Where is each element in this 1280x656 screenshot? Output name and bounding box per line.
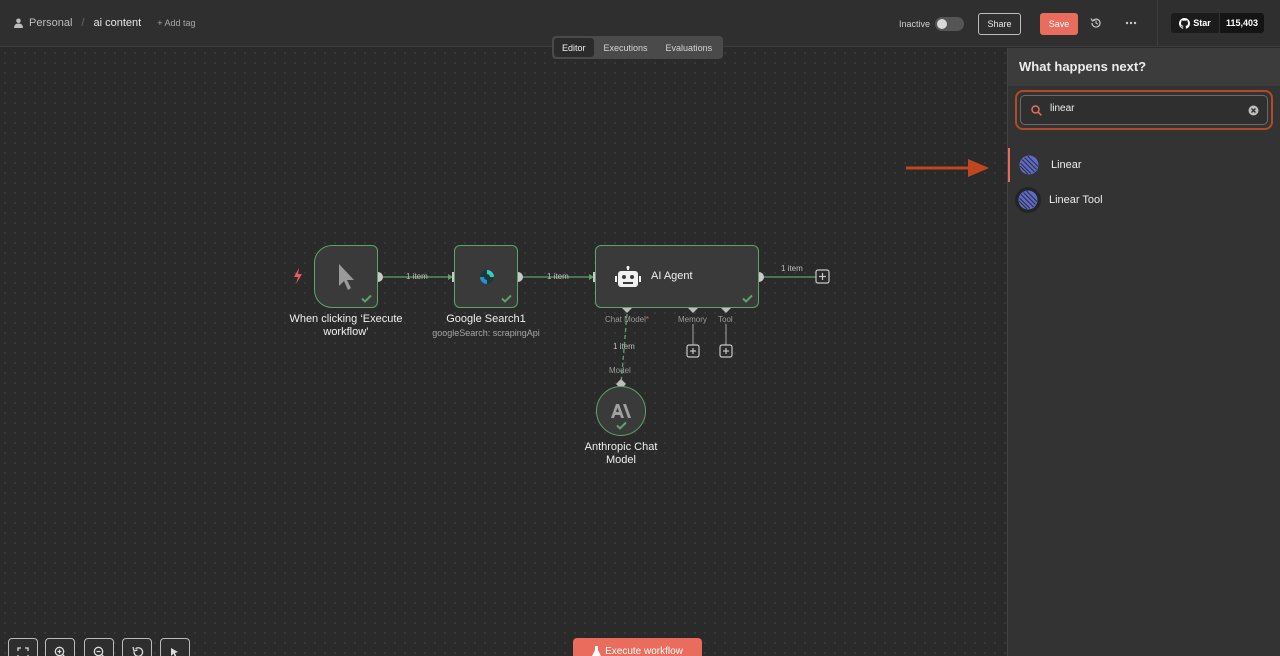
execute-workflow-label: Execute workflow	[605, 646, 683, 656]
view-tabs: Editor Executions Evaluations	[552, 36, 723, 59]
required-marker: *	[645, 315, 650, 324]
memory-port-label: Memory	[678, 315, 707, 324]
linear-icon	[1019, 155, 1039, 175]
connection-label: 1 item	[547, 272, 569, 281]
github-star: Star	[1171, 13, 1219, 33]
search-result-label: Linear	[1051, 159, 1082, 171]
chat-model-label-text: Chat Model	[605, 315, 646, 324]
breadcrumb-owner[interactable]: Personal	[29, 17, 73, 29]
search-result-item[interactable]: Linear	[1008, 148, 1280, 182]
search-icon	[1031, 105, 1042, 116]
tab-executions[interactable]: Executions	[603, 42, 648, 53]
search-input[interactable]	[1050, 103, 1240, 114]
annotation-arrow-icon	[906, 159, 989, 177]
google-node-subtitle: googleSearch: scrapingApi	[432, 328, 540, 338]
google-node-label: Google Search1	[446, 313, 526, 325]
search-result-item[interactable]: Linear Tool	[1008, 183, 1280, 217]
github-star-button[interactable]: Star 115,403	[1171, 13, 1264, 33]
google-search-node[interactable]	[454, 245, 518, 308]
history-icon[interactable]	[1090, 17, 1102, 29]
panel-title: What happens next?	[1019, 59, 1147, 74]
model-port-label: Model	[609, 366, 631, 375]
workflow-canvas[interactable]	[0, 48, 1007, 656]
reset-zoom-button[interactable]	[122, 638, 152, 656]
share-button[interactable]: Share	[978, 13, 1021, 35]
zoom-in-icon	[54, 646, 65, 656]
magic-wand-icon	[171, 648, 178, 656]
robot-icon	[615, 266, 641, 287]
success-check-icon	[742, 294, 753, 303]
header-divider	[1157, 0, 1158, 47]
workflow-name[interactable]: ai content	[93, 17, 142, 29]
breadcrumb: Personal / ai content + Add tag	[14, 17, 195, 29]
trigger-lightning-icon	[294, 268, 302, 284]
ai-agent-node[interactable]: AI Agent	[595, 245, 759, 308]
flask-icon	[592, 646, 602, 656]
anthropic-node-label: Anthropic Chat Model	[584, 441, 658, 466]
github-star-count: 115,403	[1219, 13, 1264, 33]
linear-tool-icon	[1015, 187, 1041, 213]
cursor-icon	[339, 264, 354, 290]
search-box[interactable]	[1020, 95, 1268, 125]
trigger-node[interactable]	[314, 245, 378, 308]
tab-editor[interactable]: Editor	[554, 38, 594, 57]
zoom-out-button[interactable]	[84, 638, 114, 656]
add-tag-link[interactable]: + Add tag	[157, 18, 196, 28]
toggle-knob	[937, 19, 947, 29]
user-icon	[14, 18, 23, 28]
tab-evaluations[interactable]: Evaluations	[665, 42, 713, 53]
node-creator-panel: What happens next? Linear Linear Tool	[1007, 48, 1280, 656]
connection-label: 1 item	[406, 272, 428, 281]
panel-header: What happens next?	[1008, 48, 1280, 86]
success-check-icon	[361, 294, 372, 303]
zoom-out-icon	[93, 646, 104, 656]
connection-label: 1 item	[613, 342, 635, 351]
ai-agent-label: AI Agent	[651, 270, 693, 282]
edge-model-agent[interactable]	[620, 313, 628, 385]
breadcrumb-separator: /	[81, 17, 85, 29]
anthropic-chat-model-node[interactable]	[596, 386, 646, 436]
zoom-to-fit-button[interactable]	[8, 638, 38, 656]
github-star-label: Star	[1193, 18, 1211, 28]
zoom-in-button[interactable]	[45, 638, 75, 656]
search-focus-ring	[1015, 90, 1273, 130]
trigger-node-label: When clicking ‘Execute workflow’	[289, 313, 403, 338]
github-icon	[1179, 17, 1191, 29]
fit-view-icon	[17, 647, 29, 656]
anthropic-icon	[611, 404, 631, 418]
more-options-icon[interactable]	[1125, 21, 1137, 25]
search-result-label: Linear Tool	[1049, 194, 1103, 206]
tidy-up-button[interactable]	[160, 638, 190, 656]
chat-model-port-label: Chat Model*	[605, 315, 649, 324]
execute-workflow-button[interactable]: Execute workflow	[573, 638, 702, 656]
save-button[interactable]: Save	[1040, 13, 1078, 35]
success-check-icon	[501, 294, 512, 303]
connection-label: 1 item	[781, 264, 803, 273]
success-check-icon	[616, 421, 627, 430]
undo-icon	[132, 646, 144, 656]
tool-port-label: Tool	[718, 315, 733, 324]
clear-search-icon[interactable]	[1248, 105, 1259, 116]
active-toggle[interactable]	[935, 17, 964, 31]
scraping-api-icon	[480, 270, 494, 284]
active-status-label: Inactive	[899, 19, 931, 29]
